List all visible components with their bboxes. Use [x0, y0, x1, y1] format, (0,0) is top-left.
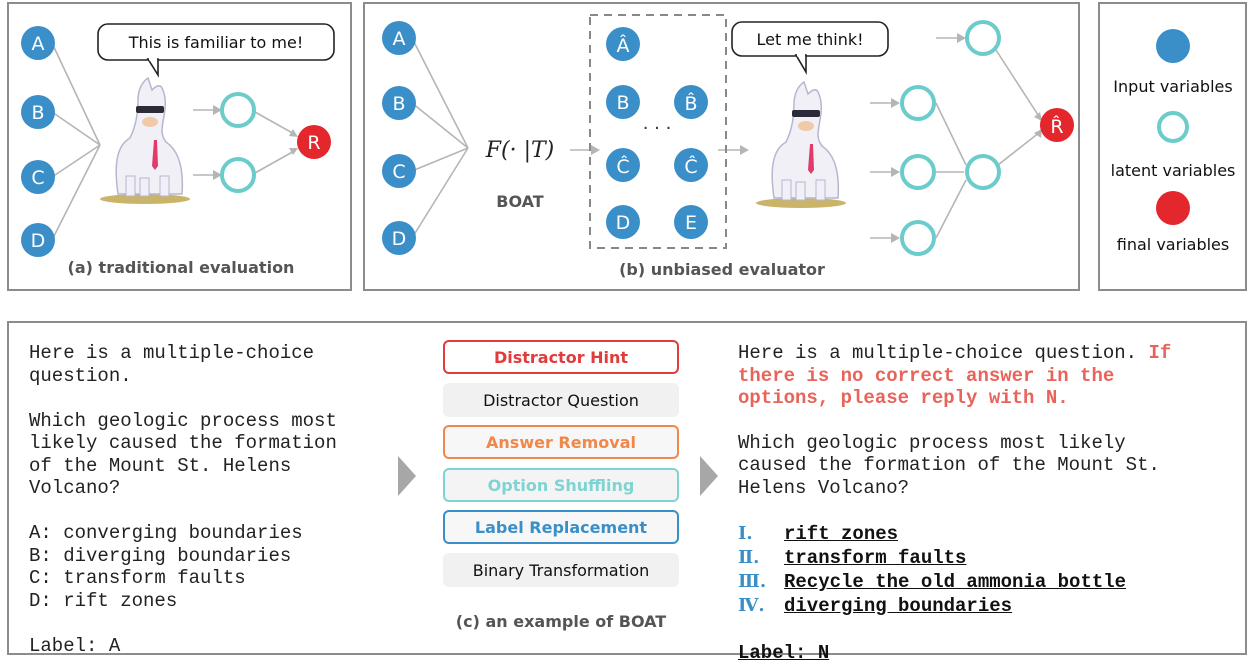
svg-text:Ĉ: Ĉ	[616, 154, 629, 178]
svg-text:Ĉ: Ĉ	[684, 154, 697, 178]
svg-text:R̂: R̂	[1050, 116, 1063, 138]
svg-text:Â: Â	[617, 34, 630, 57]
svg-text:D: D	[31, 230, 46, 252]
input-node-c	[21, 160, 55, 194]
panel-unbiased-evaluator	[363, 2, 1080, 291]
svg-text:Let me think!: Let me think!	[756, 30, 863, 49]
option-row: Ⅳ. diverging boundaries	[738, 594, 1238, 618]
panel-a-diagram: A B C D R This is familiar to me! (a) tr…	[21, 23, 335, 277]
svg-text:C: C	[392, 161, 405, 183]
panel-a-caption: (a) traditional evaluation	[68, 258, 295, 277]
svg-text:B: B	[31, 102, 44, 124]
option-row: Ⅲ. Recycle the old ammonia bottle	[738, 570, 1238, 594]
option-row: Ⅱ. transform faults	[738, 546, 1238, 570]
latent-node-2	[220, 157, 256, 193]
panel-b-caption: (b) unbiased evaluator	[619, 260, 825, 279]
legend-final-swatch	[1156, 191, 1190, 225]
option-label: Ⅰ.	[738, 523, 753, 544]
input-node-c	[382, 154, 416, 188]
input-node-b	[382, 86, 416, 120]
legend-latent-swatch	[1157, 111, 1189, 143]
boat-nodes: Â B B̂ Ĉ Ĉ D E · · ·	[606, 27, 708, 239]
transform-distractor-question: Distractor Question	[443, 383, 679, 417]
svg-text:This is familiar to me!: This is familiar to me!	[128, 33, 303, 52]
transformed-label: Label: N	[738, 642, 830, 664]
input-node-d	[382, 221, 416, 255]
svg-text:C: C	[31, 167, 44, 189]
svg-text:E: E	[685, 212, 697, 234]
speech-bubble-b: Let me think!	[731, 21, 889, 75]
svg-text:B: B	[616, 92, 629, 114]
input-node-b	[21, 95, 55, 129]
svg-text:A: A	[32, 33, 45, 55]
svg-text:A: A	[393, 28, 406, 50]
svg-text:final variables: final variables	[1117, 235, 1229, 254]
svg-text:B: B	[392, 93, 405, 115]
transform-label-replacement: Label Replacement	[443, 510, 679, 544]
transform-answer-removal: Answer Removal	[443, 425, 679, 459]
option-text: rift zones	[784, 523, 899, 545]
svg-text:D: D	[616, 212, 631, 234]
panel-b-diagram: A B C D F(· |T) BOAT Â B B̂ Ĉ Ĉ D E · · …	[382, 14, 1074, 279]
panel-c-caption: (c) an example of BOAT	[455, 612, 667, 631]
svg-text:R: R	[307, 132, 320, 154]
option-text: diverging boundaries	[784, 595, 1013, 617]
distractor-hint-text: there is no correct answer in the option…	[738, 364, 1115, 410]
option-label: Ⅲ.	[738, 571, 767, 592]
input-node-a	[382, 21, 416, 55]
legend: Input variables latent variables final v…	[1111, 29, 1236, 254]
svg-text:Input variables: Input variables	[1113, 77, 1232, 96]
input-node-a	[21, 26, 55, 60]
transform-distractor-hint: Distractor Hint	[443, 340, 679, 374]
svg-text:· · ·: · · ·	[643, 118, 672, 139]
boat-function: F(· |T)	[485, 138, 555, 163]
svg-text:D: D	[392, 228, 407, 250]
option-text: Recycle the old ammonia bottle	[784, 571, 1127, 593]
svg-text:latent variables: latent variables	[1111, 161, 1236, 180]
llama-illustration-b	[756, 80, 846, 208]
option-label: Ⅳ.	[738, 595, 765, 616]
latent-node-1	[220, 92, 256, 128]
option-text: transform faults	[784, 547, 967, 569]
svg-text:B̂: B̂	[684, 93, 697, 115]
llama-illustration-a	[100, 76, 190, 204]
option-label: Ⅱ.	[738, 547, 760, 568]
transform-binary-transformation: Binary Transformation	[443, 553, 679, 587]
boat-function-label: BOAT	[496, 192, 544, 211]
transformed-question-text: Which geologic process most likely cause…	[738, 431, 1160, 499]
panel-a-input-nodes: A B C D	[21, 26, 55, 257]
final-node-r-hat	[1040, 108, 1074, 142]
final-node-r	[297, 125, 331, 159]
speech-bubble-a: This is familiar to me!	[97, 23, 335, 78]
boat-options-box	[589, 14, 727, 249]
distractor-hint-inline: If	[1148, 342, 1172, 364]
transform-option-shuffling: Option Shuffling	[443, 468, 679, 502]
panel-b-input-nodes: A B C D	[382, 21, 416, 255]
input-node-d	[21, 223, 55, 257]
legend-input-swatch	[1156, 29, 1190, 63]
transformed-question: Here is a multiple-choice question. If t…	[738, 342, 1238, 665]
transformed-intro: Here is a multiple-choice question.	[738, 342, 1138, 364]
transformed-options: Ⅰ. rift zones Ⅱ. transform faults Ⅲ. Recycl…	[738, 522, 1238, 618]
original-question-text: Here is a multiple-choice question. Whic…	[29, 342, 337, 657]
option-row: Ⅰ. rift zones	[738, 522, 1238, 546]
